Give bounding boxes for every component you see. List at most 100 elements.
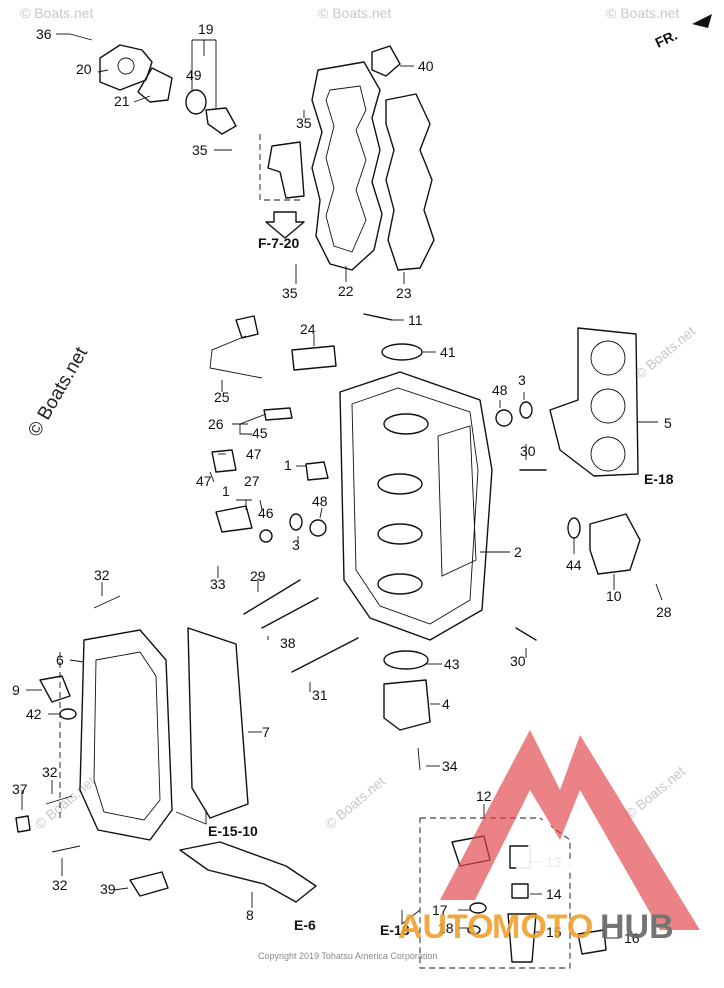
copyright-text: Copyright 2019 Tohatsu America Corporati… — [258, 951, 437, 961]
callout: 29 — [250, 568, 266, 584]
callout: 14 — [546, 886, 562, 902]
callout: 32 — [42, 764, 58, 780]
bolt-38-part — [261, 597, 319, 629]
sensor-26-part — [263, 407, 293, 421]
stud-30-part — [515, 627, 537, 641]
reference-label: E-15-10 — [208, 823, 258, 839]
plug-37-part — [15, 815, 31, 833]
bolt-32-part — [45, 795, 73, 805]
callout: 30 — [520, 443, 536, 459]
callout: 1 — [222, 483, 230, 499]
side-cover-group — [15, 595, 317, 903]
block-inner-outline — [351, 387, 479, 625]
callout: 36 — [36, 26, 52, 42]
o-ring-43-part — [383, 650, 429, 670]
callout: 48 — [312, 493, 328, 509]
automotohub-logo: AUTO MOTO HUB — [398, 730, 700, 946]
thermostat-cover-part — [99, 44, 153, 91]
callout: 12 — [476, 788, 492, 804]
cylinder-bore — [377, 473, 423, 495]
head-gasket-group — [549, 327, 641, 575]
callout: 44 — [566, 557, 582, 573]
callout: 22 — [338, 283, 354, 299]
o-ring-42-part — [59, 708, 77, 720]
callout: 35 — [192, 142, 208, 158]
callout: 31 — [312, 687, 328, 703]
bracket-part — [267, 141, 305, 199]
callout: 28 — [656, 604, 672, 620]
callout: 34 — [442, 758, 458, 774]
callout: 49 — [186, 67, 202, 83]
callout: 20 — [76, 61, 92, 77]
washer-17-part — [469, 902, 487, 914]
spark-plug-24-part — [291, 345, 337, 371]
filter-body-15-part — [507, 913, 537, 963]
reference-label: E-18 — [644, 471, 674, 487]
callout: 41 — [440, 344, 456, 360]
cover-inner-line — [93, 651, 161, 821]
callout: 21 — [114, 93, 130, 109]
cylinder-block-part — [339, 371, 493, 641]
cross-references: F-7-20 E-18 E-15-10 E-6 E-18 — [208, 235, 674, 938]
bolt-11-part — [363, 313, 393, 321]
callout: 40 — [418, 58, 434, 74]
coupling-10-part — [589, 513, 641, 575]
callout: 19 — [198, 21, 214, 37]
logo-mark-icon — [440, 730, 700, 930]
clamp-16-part — [577, 929, 607, 955]
seal-48-part — [495, 409, 513, 427]
bolts-group — [243, 579, 359, 673]
thermo-housing-4-part — [383, 679, 431, 731]
grommet-9-part — [39, 675, 71, 703]
cylinder-bore — [383, 413, 429, 435]
bushing-1-part — [305, 461, 329, 481]
cylinder-bore — [377, 573, 423, 595]
cover-inner-ridge — [325, 85, 367, 253]
callout: 46 — [258, 505, 274, 521]
callout: 3 — [292, 537, 300, 553]
thermostat-cover-group — [69, 33, 237, 135]
callout-numbers: 36 20 21 19 49 40 35 35 35 22 23 11 24 4… — [12, 21, 672, 946]
bolt-29-part — [243, 579, 301, 615]
bolt-31-part — [291, 637, 359, 673]
logo-cutout — [515, 815, 575, 870]
watermark-text: © Boats.net — [32, 773, 99, 832]
logo-hub-text: HUB — [600, 908, 674, 946]
callout: 26 — [208, 416, 224, 432]
cover-outlet — [117, 57, 135, 75]
callout: 1 — [284, 457, 292, 473]
ring-14-part — [511, 883, 529, 899]
side-watermark: © Boats.net — [24, 343, 92, 440]
sensor-connector-25-part — [235, 315, 259, 339]
bolt-32-part — [93, 595, 121, 609]
bolt-34-part — [417, 747, 421, 771]
callout: 35 — [296, 115, 312, 131]
callout: 8 — [246, 907, 254, 923]
plug-3-part — [289, 513, 303, 531]
reference-label: F-7-20 — [258, 235, 299, 251]
reference-arrow-icon — [265, 211, 305, 239]
reference-label: E-6 — [294, 917, 316, 933]
exhaust-passage — [437, 425, 477, 577]
anode-40-part — [371, 45, 401, 77]
head-gasket-part — [549, 327, 639, 477]
callout: 6 — [56, 652, 64, 668]
callout: 2 — [514, 544, 522, 560]
watermark-text: © Boats.net — [606, 5, 679, 21]
cylinder-bore — [377, 523, 423, 545]
cover-gasket-23-part — [385, 93, 435, 271]
bolt-32-part — [51, 845, 81, 853]
exhaust-cover-group — [311, 45, 435, 271]
callout: 47 — [246, 446, 262, 462]
callout: 27 — [244, 473, 260, 489]
sensor-group — [209, 315, 547, 641]
watermark-text: © Boats.net — [632, 323, 699, 382]
hose-8-part — [179, 841, 317, 903]
o-ring-46-part — [259, 529, 273, 543]
callout: 25 — [214, 389, 230, 405]
sensor-wire — [209, 335, 263, 379]
callout: 32 — [94, 567, 110, 583]
bracket-outline — [259, 134, 300, 201]
callout: 10 — [606, 588, 622, 604]
